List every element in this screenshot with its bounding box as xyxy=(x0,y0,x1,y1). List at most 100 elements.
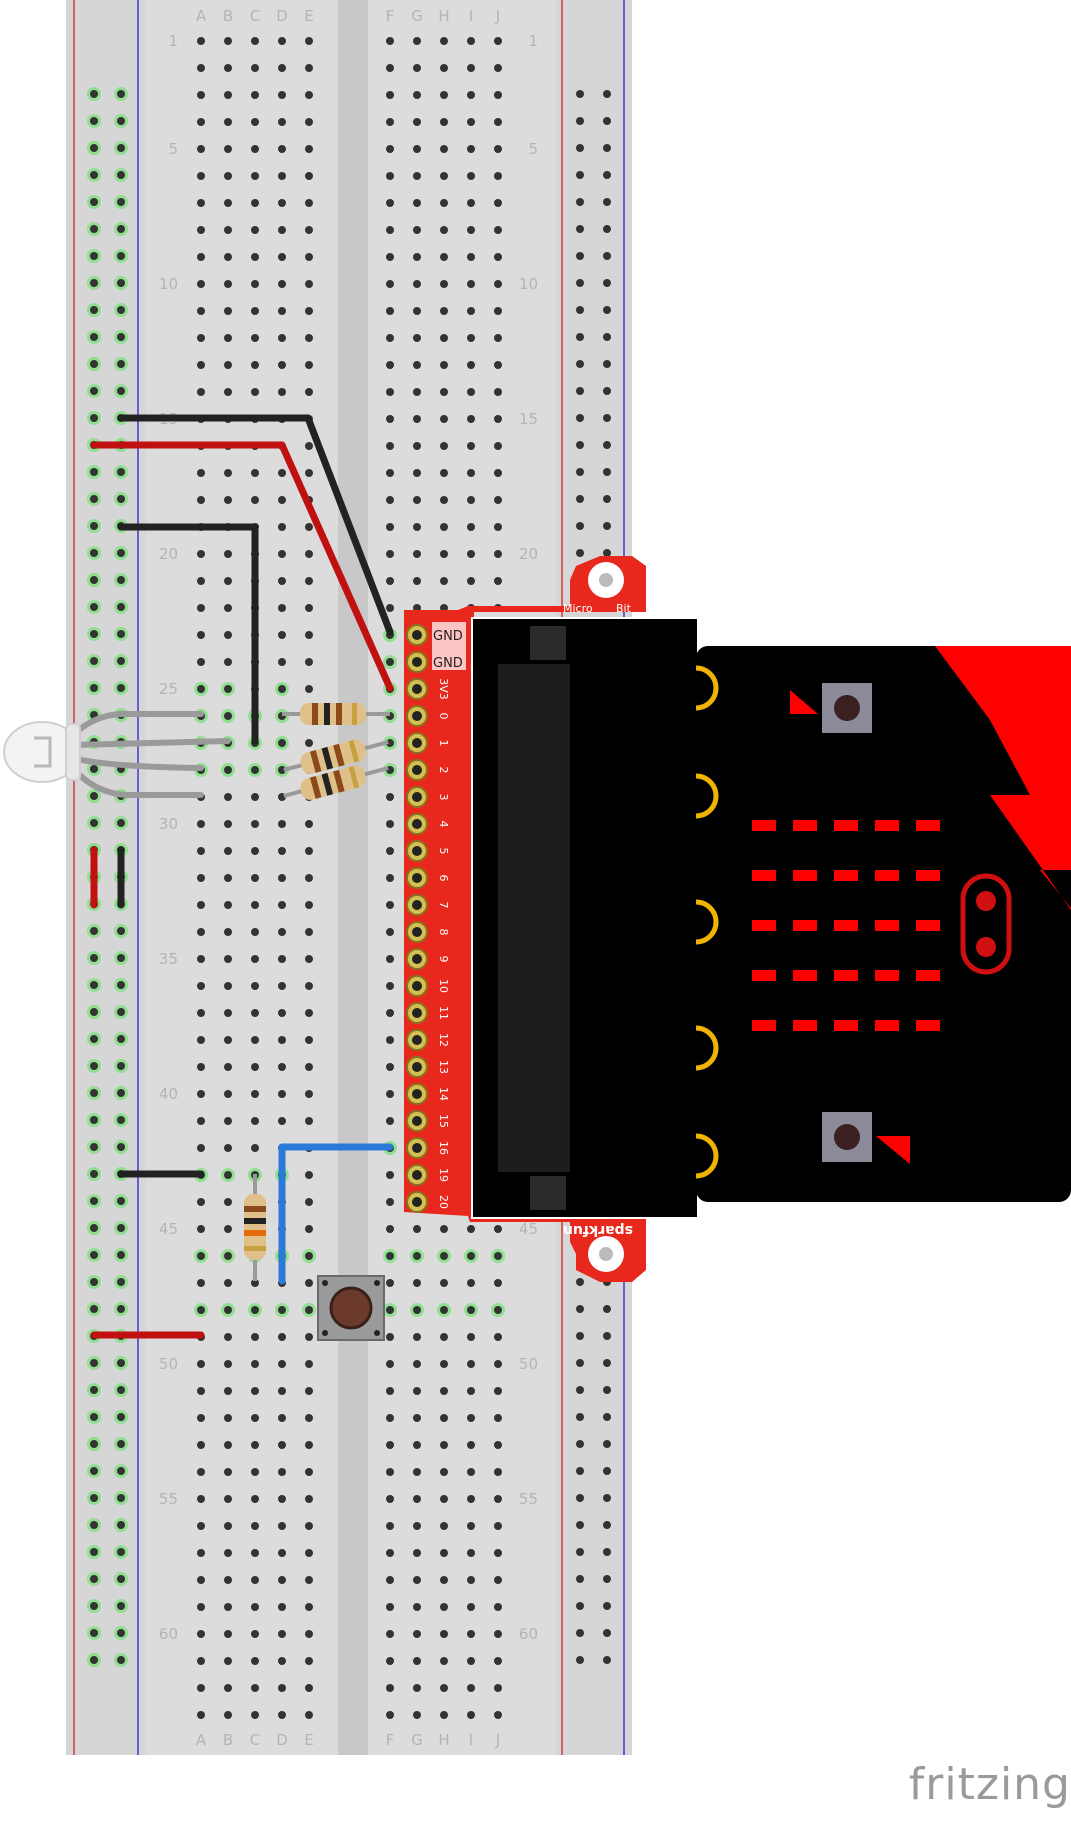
red-wire-power-rail xyxy=(90,441,394,692)
matrix-led xyxy=(752,870,776,881)
pin-label: 0 xyxy=(437,713,450,720)
column-label: G xyxy=(411,7,423,25)
row-label: 5 xyxy=(528,140,538,158)
pin-label: 9 xyxy=(437,956,450,963)
microbit-breakout: Micro Bit sparkfun GNDGND3V3012345678910… xyxy=(404,556,646,1282)
matrix-led xyxy=(875,920,899,931)
pin-label: 8 xyxy=(437,929,450,936)
column-label: B xyxy=(223,7,233,25)
column-label: G xyxy=(411,1731,423,1749)
matrix-led xyxy=(834,1020,858,1031)
black-wire-led-ground xyxy=(117,523,259,745)
column-label: B xyxy=(223,1731,233,1749)
matrix-led xyxy=(875,970,899,981)
pin-label: 12 xyxy=(437,1033,450,1047)
matrix-led xyxy=(834,870,858,881)
matrix-led xyxy=(793,920,817,931)
pin-label: 2 xyxy=(437,767,450,774)
pin-label: GND xyxy=(433,629,463,644)
led-matrix xyxy=(752,820,940,1031)
column-label: I xyxy=(469,1731,473,1749)
matrix-led xyxy=(916,1020,940,1031)
matrix-led xyxy=(834,820,858,831)
matrix-led xyxy=(916,820,940,831)
row-label: 1 xyxy=(168,32,178,50)
column-label: E xyxy=(304,7,313,25)
row-label: 10 xyxy=(159,275,178,293)
fritzing-logo: fritzing xyxy=(908,1759,1071,1810)
matrix-led xyxy=(834,970,858,981)
push-button[interactable] xyxy=(317,1275,385,1341)
pin-label: 11 xyxy=(437,1006,450,1020)
microbit-board xyxy=(695,646,1071,1202)
column-label: A xyxy=(196,7,207,25)
rgb-led xyxy=(3,721,81,783)
gold-pad-gnd xyxy=(695,1133,719,1179)
pin-label: 15 xyxy=(437,1114,450,1128)
button-b[interactable] xyxy=(822,1112,910,1164)
row-label: 40 xyxy=(159,1085,178,1103)
column-label: C xyxy=(250,1731,260,1749)
pin-label: 10 xyxy=(437,979,450,993)
pin-label: 16 xyxy=(437,1141,450,1155)
row-label: 10 xyxy=(519,275,538,293)
pin-label: 7 xyxy=(437,902,450,909)
row-label: 55 xyxy=(519,1490,538,1508)
matrix-led xyxy=(752,1020,776,1031)
column-label: A xyxy=(196,1731,207,1749)
sparkfun-logo: sparkfun xyxy=(563,1222,633,1238)
column-label: F xyxy=(386,7,395,25)
blue-wire-pin16 xyxy=(278,1143,394,1285)
gold-pad-2 xyxy=(695,899,719,945)
column-label: J xyxy=(495,1731,500,1749)
pin-label: 14 xyxy=(437,1087,450,1101)
matrix-led xyxy=(916,870,940,881)
pin-label: 20 xyxy=(437,1195,450,1209)
row-label: 60 xyxy=(519,1625,538,1643)
column-label: C xyxy=(250,7,260,25)
pin-label: 5 xyxy=(437,848,450,855)
pin-label: 13 xyxy=(437,1060,450,1074)
row-label: 55 xyxy=(159,1490,178,1508)
button-a[interactable] xyxy=(790,683,872,733)
resistor-green xyxy=(283,739,389,774)
row-label: 30 xyxy=(159,815,178,833)
black-wire-gnd-rail xyxy=(117,414,394,636)
matrix-led xyxy=(752,820,776,831)
column-label: D xyxy=(276,7,288,25)
matrix-led xyxy=(875,820,899,831)
matrix-led xyxy=(793,820,817,831)
column-label: H xyxy=(438,1731,449,1749)
matrix-led xyxy=(875,1020,899,1031)
microbit-logo xyxy=(960,873,1012,975)
row-label: 35 xyxy=(159,950,178,968)
matrix-led xyxy=(834,920,858,931)
row-label: 45 xyxy=(519,1220,538,1238)
row-label: 50 xyxy=(159,1355,178,1373)
edge-connector xyxy=(471,617,699,1219)
gold-pad-3v xyxy=(695,1025,719,1071)
column-label: H xyxy=(438,7,449,25)
gold-pad-1 xyxy=(695,773,719,819)
shield-label-micro: Micro xyxy=(563,602,593,615)
row-label: 20 xyxy=(519,545,538,563)
column-label: J xyxy=(495,7,500,25)
breadboard-center-channel xyxy=(338,0,368,1755)
matrix-led xyxy=(752,970,776,981)
matrix-led xyxy=(793,970,817,981)
matrix-led xyxy=(793,1020,817,1031)
matrix-led xyxy=(916,970,940,981)
row-label: 60 xyxy=(159,1625,178,1643)
resistor-blue xyxy=(283,765,389,800)
pin-label: 6 xyxy=(437,875,450,882)
row-label: 5 xyxy=(168,140,178,158)
row-label: 1 xyxy=(528,32,538,50)
row-label: 15 xyxy=(519,410,538,428)
resistor-pulldown xyxy=(244,1174,266,1281)
column-label: D xyxy=(276,1731,288,1749)
matrix-led xyxy=(752,920,776,931)
gold-pad-0 xyxy=(695,665,719,711)
pin-label: 3V3 xyxy=(437,678,450,700)
